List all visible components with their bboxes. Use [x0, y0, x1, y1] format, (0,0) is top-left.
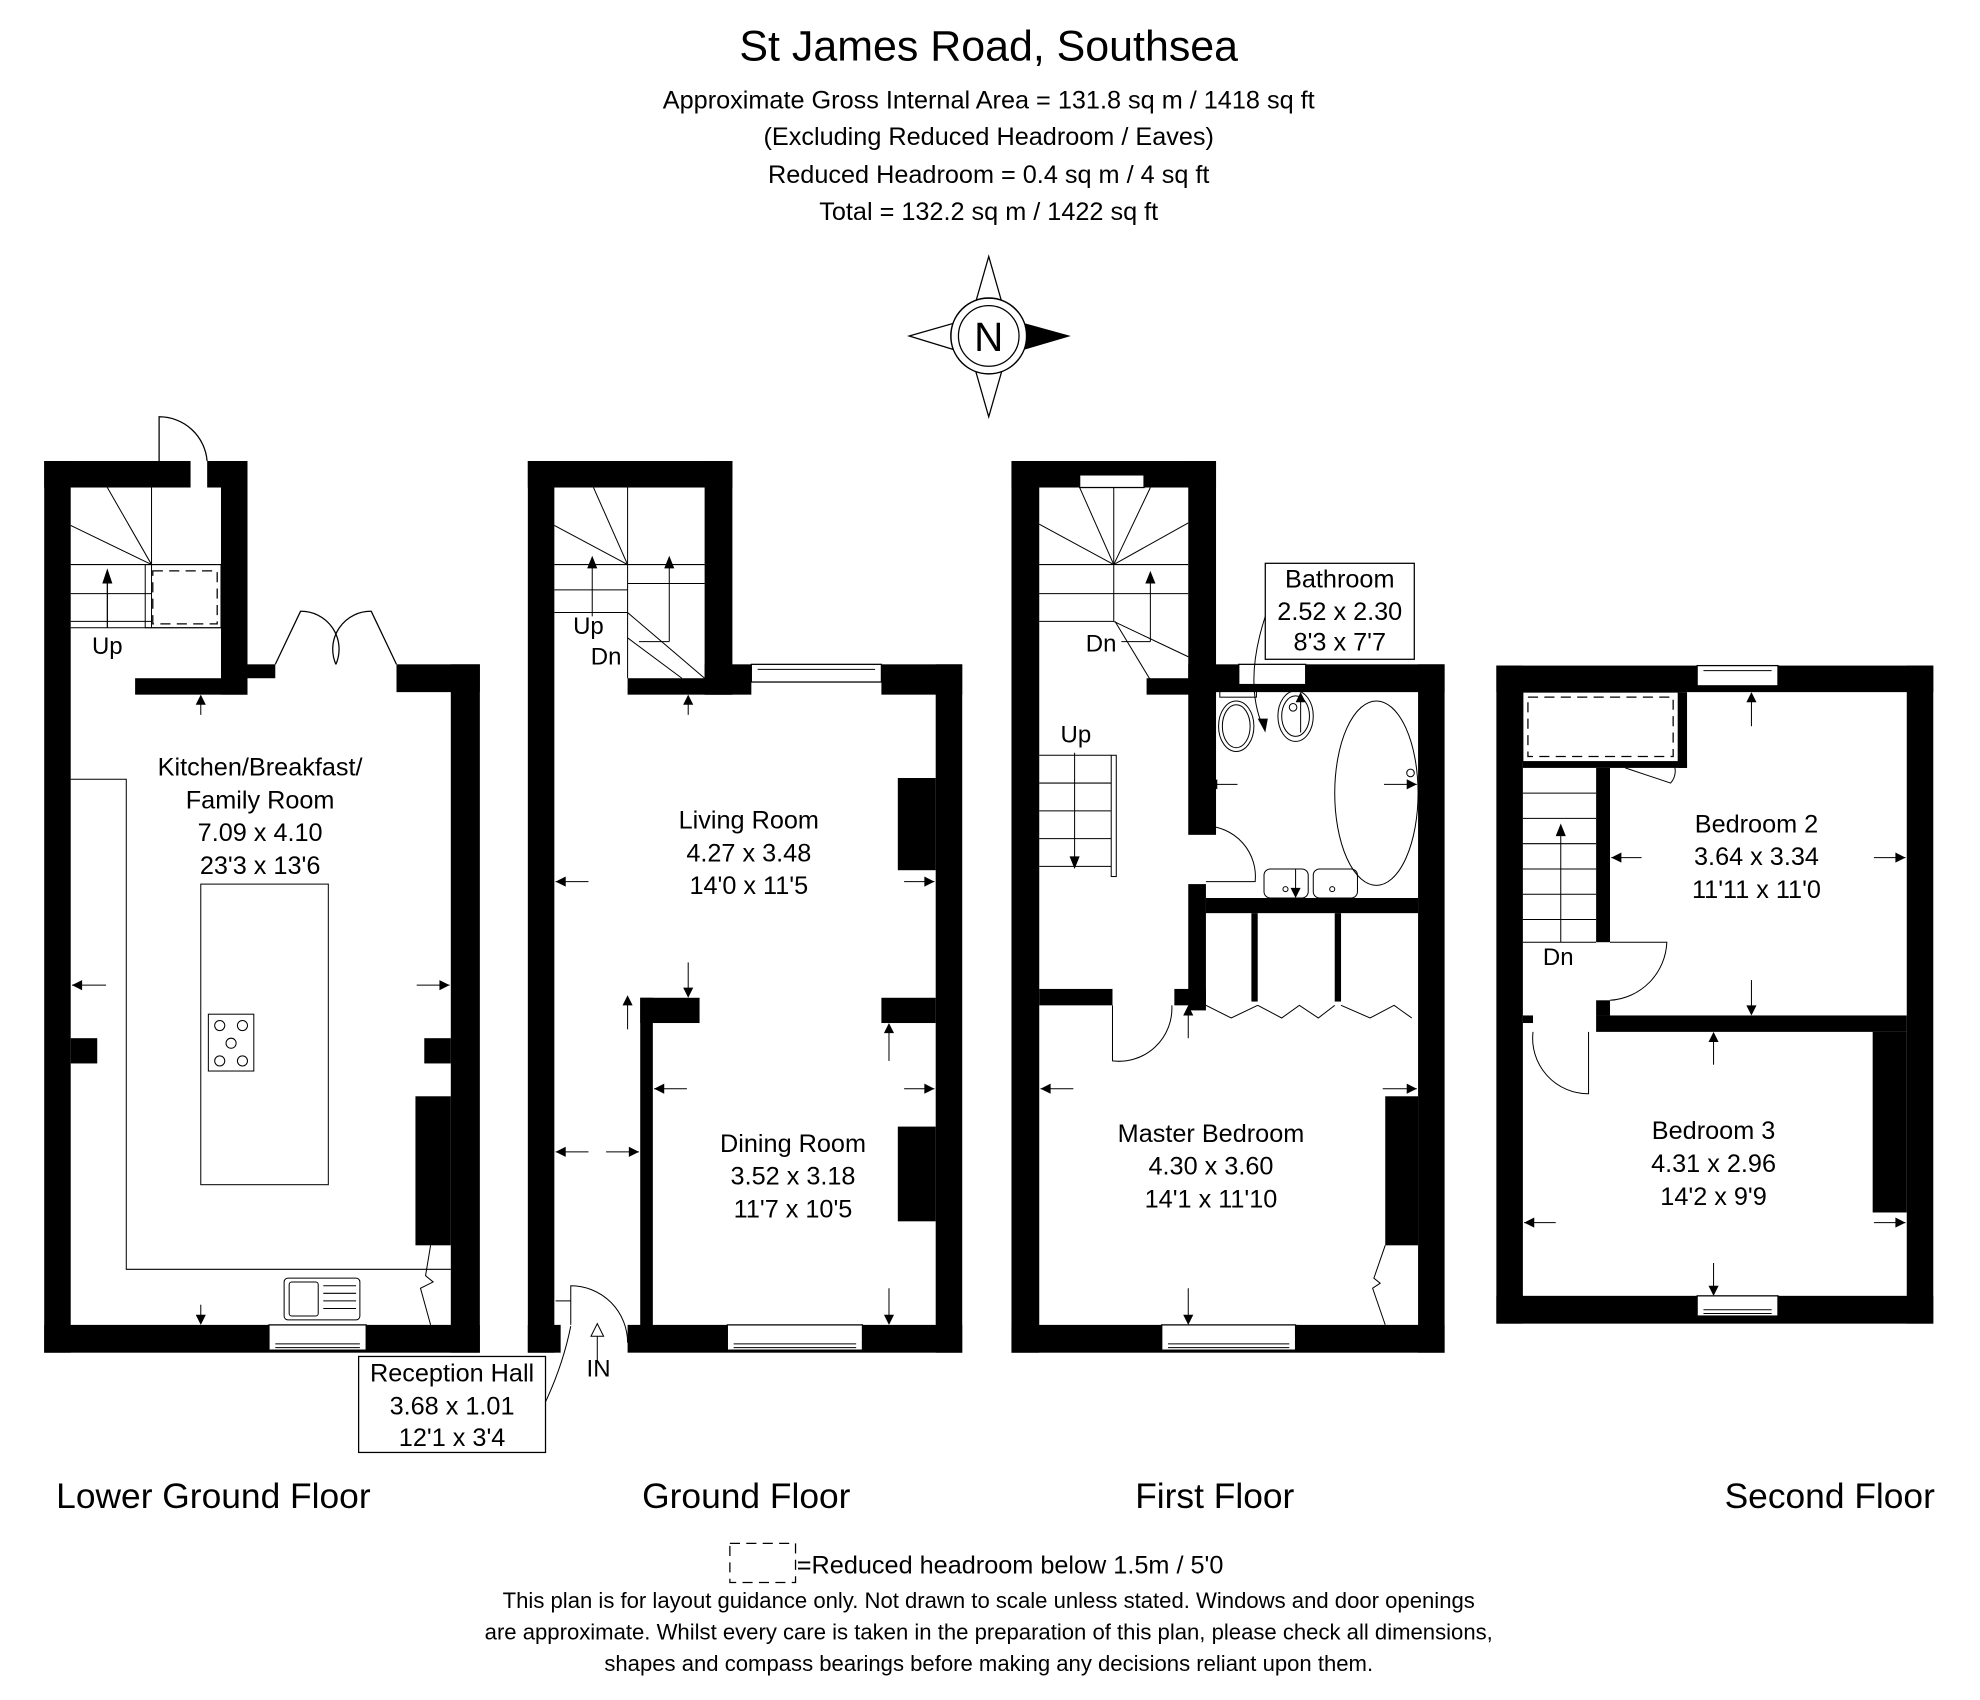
hob-icon	[207, 1013, 255, 1072]
reduced-headroom-line: Reduced Headroom = 0.4 sq m / 4 sq ft	[768, 161, 1209, 189]
entrance-label: IN	[587, 1356, 611, 1383]
stair-down-label: Dn	[1543, 944, 1574, 971]
compass-rose-icon: N	[906, 254, 1071, 420]
bedroom-2-metric: 3.64 x 3.34	[1694, 843, 1819, 871]
dimension-arrows	[1524, 692, 1906, 1296]
stair-down-label: Dn	[1086, 631, 1117, 658]
floor-name-first: First Floor	[1135, 1477, 1294, 1516]
kitchen-metric: 7.09 x 4.10	[198, 819, 323, 847]
bathroom-metric: 2.52 x 2.30	[1277, 598, 1402, 626]
dining-room-imperial: 11'7 x 10'5	[734, 1196, 853, 1224]
living-room-label: Living Room	[679, 807, 819, 835]
stair-down-label: Dn	[591, 643, 622, 670]
bedroom-3-metric: 4.31 x 2.96	[1651, 1150, 1776, 1178]
reception-hall-metric: 3.68 x 1.01	[390, 1393, 515, 1421]
disclaimer: This plan is for layout guidance only. N…	[485, 1588, 1493, 1676]
basin-icon	[1263, 868, 1358, 899]
reception-hall-imperial: 12'1 x 3'4	[399, 1424, 506, 1452]
dining-room-metric: 3.52 x 3.18	[731, 1163, 856, 1191]
reduced-headroom-legend: =Reduced headroom below 1.5m / 5'0	[797, 1552, 1224, 1580]
total-area-line: Total = 132.2 sq m / 1422 sq ft	[819, 198, 1158, 226]
toilet-icon	[1218, 685, 1257, 752]
bedroom-3-imperial: 14'2 x 9'9	[1660, 1183, 1767, 1211]
bedroom-3-label: Bedroom 3	[1652, 1117, 1776, 1145]
bathtub-icon	[1334, 700, 1419, 886]
floor-name-ground: Ground Floor	[642, 1477, 851, 1516]
bathroom-imperial: 8'3 x 7'7	[1294, 628, 1386, 656]
bathroom-label-box: Bathroom 2.52 x 2.30 8'3 x 7'7	[1253, 562, 1415, 733]
floor-name-lower-ground: Lower Ground Floor	[56, 1477, 371, 1516]
plan-title: St James Road, Southsea	[739, 23, 1238, 71]
bathroom-label: Bathroom	[1285, 565, 1394, 593]
dining-room-label: Dining Room	[720, 1130, 866, 1158]
excluding-line: (Excluding Reduced Headroom / Eaves)	[763, 123, 1213, 151]
header: St James Road, Southsea Approximate Gros…	[663, 23, 1315, 226]
stair-up-label: Up	[573, 613, 604, 640]
lower-ground-floor-plan: Up Kitch	[44, 416, 480, 1353]
sink-icon	[283, 1277, 361, 1321]
living-room-imperial: 14'0 x 11'5	[689, 872, 808, 900]
kitchen-imperial: 23'3 x 13'6	[200, 852, 321, 880]
reception-hall-label: Reception Hall	[370, 1360, 534, 1388]
bedroom-2-label: Bedroom 2	[1695, 810, 1819, 838]
disclaimer-line: This plan is for layout guidance only. N…	[503, 1588, 1475, 1613]
stair-up-label: Up	[92, 633, 123, 660]
dimension-arrows	[71, 694, 450, 1325]
reduced-headroom-swatch-icon	[729, 1542, 797, 1584]
living-room-metric: 4.27 x 3.48	[686, 839, 811, 867]
bidet-icon	[1277, 690, 1314, 742]
floor-name-second: Second Floor	[1725, 1477, 1936, 1516]
kitchen-label-line2: Family Room	[186, 786, 335, 814]
first-floor-plan: Dn Up	[1011, 460, 1445, 1353]
disclaimer-line: shapes and compass bearings before makin…	[604, 1651, 1373, 1676]
dimension-arrows	[1040, 692, 1417, 1325]
ground-floor-plan: Up Dn IN Living Room 4.27 x 3.48 14'0 x …	[357, 460, 963, 1454]
legend: =Reduced headroom below 1.5m / 5'0	[729, 1542, 1224, 1584]
bedroom-2-imperial: 11'11 x 11'0	[1692, 876, 1821, 904]
master-bedroom-imperial: 14'1 x 11'10	[1145, 1185, 1278, 1213]
disclaimer-line: are approximate. Whilst every care is ta…	[485, 1619, 1493, 1644]
compass-north-label: N	[974, 314, 1003, 360]
second-floor-plan: Dn Bedroom 2 3.64 x 3.34 11'11 x 11'0 Be…	[1496, 664, 1934, 1324]
master-bedroom-label: Master Bedroom	[1118, 1120, 1305, 1148]
master-bedroom-metric: 4.30 x 3.60	[1149, 1153, 1274, 1181]
dimension-arrows	[555, 694, 935, 1325]
gross-area-line: Approximate Gross Internal Area = 131.8 …	[663, 87, 1315, 115]
kitchen-label-line1: Kitchen/Breakfast/	[158, 753, 364, 781]
stair-up-label: Up	[1061, 722, 1092, 749]
reception-hall-label-box: Reception Hall 3.68 x 1.01 12'1 x 3'4	[357, 1326, 572, 1454]
